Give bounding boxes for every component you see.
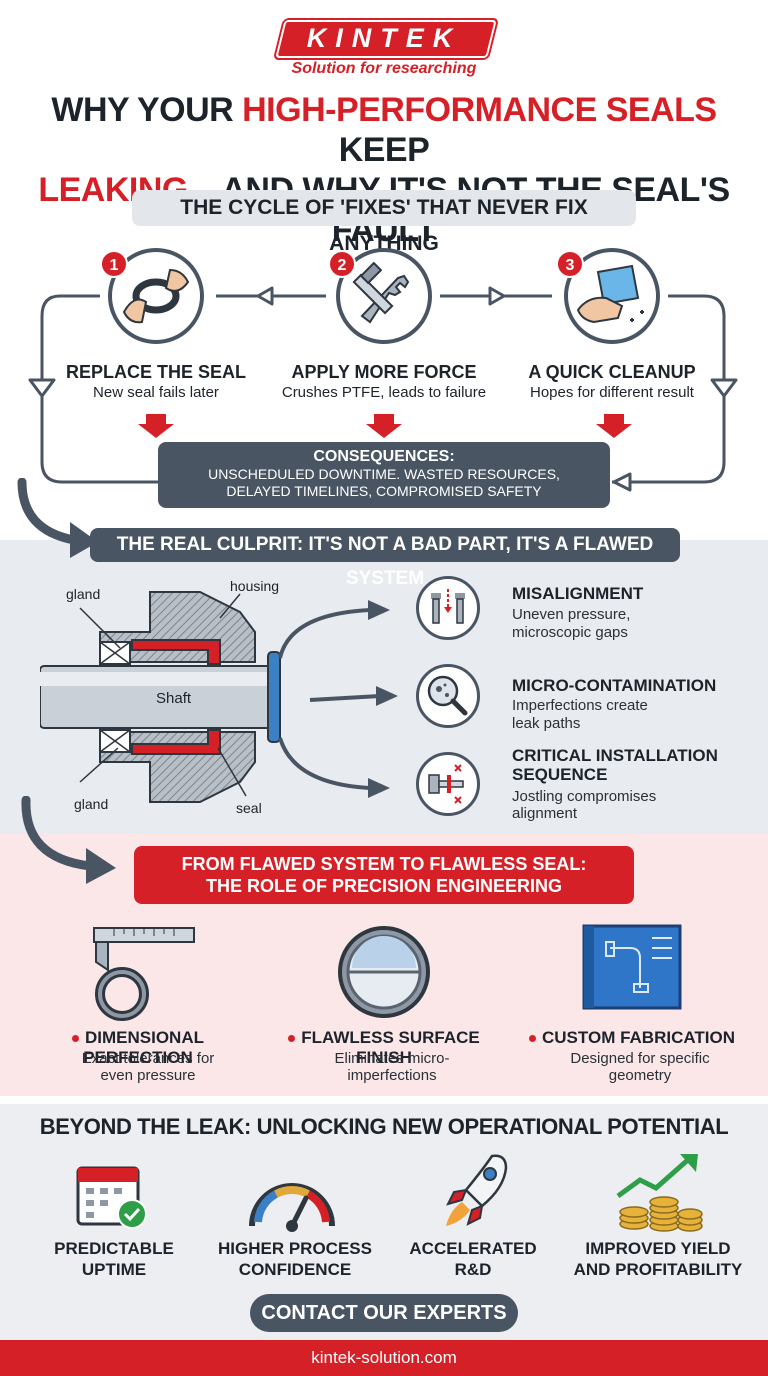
step-2-badge: 2 xyxy=(328,250,356,278)
seal-cross-section-diagram xyxy=(40,591,281,803)
cause-3-line-1: Jostling compromises xyxy=(512,788,657,805)
cause-3-title: CRITICAL INSTALLATION SEQUENCE xyxy=(512,746,718,784)
bullet-dot xyxy=(72,1035,79,1043)
step-1-badge: 1 xyxy=(100,250,128,278)
curved-arrow-1 xyxy=(17,478,98,558)
rocket-icon xyxy=(446,1154,508,1226)
curved-arrow-2 xyxy=(21,796,116,884)
cause-1-line-2: microscopic gaps xyxy=(512,624,628,641)
caliper-icon xyxy=(93,927,195,1021)
logo-text: KINTEK xyxy=(306,23,462,53)
feature-2-title: FLAWLESS SURFACE FINISH xyxy=(262,1028,506,1068)
cause-3-circle xyxy=(416,752,480,816)
step-3-subtitle: Hopes for different result xyxy=(530,384,694,401)
cause-arrows xyxy=(278,600,398,798)
precision-section-title: FROM FLAWED SYSTEM TO FLAWLESS SEAL: THE… xyxy=(134,846,634,904)
coins-chart-icon xyxy=(616,1154,703,1232)
precision-title-line-2: THE ROLE OF PRECISION ENGINEERING xyxy=(205,876,563,896)
consequences-box: CONSEQUENCES: UNSCHEDULED DOWNTIME. WAST… xyxy=(158,442,610,508)
magnifier-particles-icon xyxy=(427,675,468,716)
bullet-dot xyxy=(288,1035,296,1043)
cause-1-circle xyxy=(416,576,480,640)
cause-1-title: MISALIGNMENT xyxy=(512,584,644,603)
step-2-title: APPLY MORE FORCE xyxy=(291,362,477,382)
cause-2-line-2: leak paths xyxy=(512,715,581,732)
label-gland-top: gland xyxy=(66,586,101,602)
cycle-section-title: THE CYCLE OF 'FIXES' THAT NEVER FIX ANYT… xyxy=(132,190,636,255)
cause-2-line-1: Imperfections create xyxy=(512,697,648,714)
step-3-badge: 3 xyxy=(556,250,584,278)
potential-section-title: BEYOND THE LEAK: UNLOCKING NEW OPERATION… xyxy=(39,1114,729,1139)
footer-url[interactable]: kintek-solution.com xyxy=(0,1340,768,1376)
consequences-title: CONSEQUENCES: xyxy=(313,448,455,465)
cause-2-circle xyxy=(416,664,480,728)
cause-3-title-line-2: SEQUENCE xyxy=(512,765,608,784)
cause-3-line-2: alignment xyxy=(512,805,578,822)
label-gland-bottom: gland xyxy=(74,796,109,812)
feature-2-line-2: imperfections xyxy=(347,1067,437,1084)
step-3-title: A QUICK CLEANUP xyxy=(528,362,696,382)
cloth-wipe-icon xyxy=(576,264,644,324)
feature-1-line-1: Exact tolerances for xyxy=(81,1050,215,1067)
misaligned-bolts-icon xyxy=(431,589,465,624)
label-seal: seal xyxy=(236,800,262,816)
label-housing: housing xyxy=(230,578,280,594)
label-shaft: Shaft xyxy=(156,690,192,707)
cause-1-line-1: Uneven pressure, xyxy=(512,606,631,623)
feature-2-line-1: Eliminates micro- xyxy=(334,1050,450,1067)
cycle-loop-arrows xyxy=(28,286,738,492)
polished-disc-icon xyxy=(338,926,430,1018)
step-1-circle xyxy=(108,248,204,344)
feature-3-line-2: geometry xyxy=(608,1067,672,1084)
step-1-subtitle: New seal fails later xyxy=(93,384,219,401)
consequences-line-1: UNSCHEDULED DOWNTIME. WASTED RESOURCES, xyxy=(208,466,560,482)
precision-title-line-1: FROM FLAWED SYSTEM TO FLAWLESS SEAL: xyxy=(181,854,587,874)
cause-3-title-line-1: CRITICAL INSTALLATION xyxy=(512,746,718,765)
step-1-title: REPLACE THE SEAL xyxy=(65,362,247,382)
bullet-dot xyxy=(529,1035,536,1043)
step-2-subtitle: Crushes PTFE, leads to failure xyxy=(281,384,487,401)
feature-1-line-2: even pressure xyxy=(100,1067,196,1084)
feature-1-title: DIMENSIONAL PERFECTION xyxy=(18,1028,258,1068)
gauge-icon xyxy=(249,1183,335,1232)
tagline: Solution for researching xyxy=(291,60,477,77)
blueprint-icon xyxy=(582,924,682,1010)
culprit-section-title: THE REAL CULPRIT: IT'S NOT A BAD PART, I… xyxy=(90,528,680,589)
consequences-line-2: DELAYED TIMELINES, COMPROMISED SAFETY xyxy=(226,483,542,499)
wrench-bolt-icon xyxy=(352,261,410,324)
cause-2-title: MICRO-CONTAMINATION xyxy=(512,676,717,695)
contact-experts-button[interactable]: CONTACT OUR EXPERTS xyxy=(250,1294,518,1332)
calendar-check-icon xyxy=(76,1166,147,1229)
feature-3-line-1: Designed for specific xyxy=(570,1050,710,1067)
bolt-assembly-icon xyxy=(428,764,464,804)
hands-seal-icon xyxy=(122,268,190,324)
feature-3-title: CUSTOM FABRICATION xyxy=(520,1028,744,1048)
